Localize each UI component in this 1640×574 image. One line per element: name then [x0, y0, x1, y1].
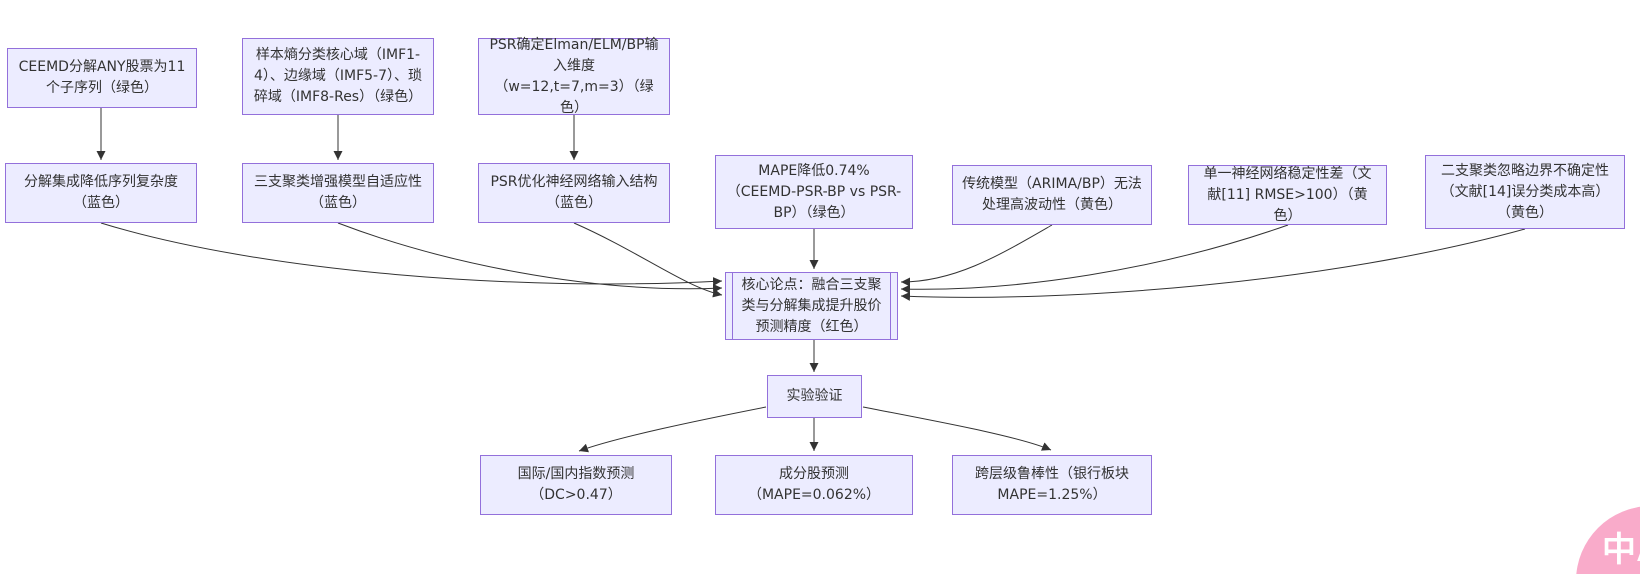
node-mape-reduction: MAPE降低0.74%（CEEMD-PSR-BP vs PSR-BP）（绿色） [715, 155, 913, 229]
node-traditional-limit-label: 传统模型（ARIMA/BP）无法处理高波动性（黄色） [962, 176, 1142, 213]
node-single-nn-unstable: 单一神经网络稳定性差（文献[11] RMSE>100）（黄色） [1188, 165, 1387, 225]
node-core-thesis: 核心论点：融合三支聚类与分解集成提升股价预测精度（红色） [725, 272, 898, 340]
edge-traditional-to-core [900, 224, 1053, 287]
edge-complexity-to-core [100, 222, 723, 286]
translate-badge[interactable]: 中A [1576, 506, 1640, 574]
node-experiment-label: 实验验证 [786, 388, 843, 404]
node-psr-structure: PSR优化神经网络输入结构（蓝色） [478, 163, 670, 223]
edge-experiment-to-robustness [862, 406, 1052, 451]
node-two-way-limit-label: 二支聚类忽略边界不确定性（文献[14]误分类成本高）（黄色） [1440, 162, 1610, 221]
node-psr-dimension-label: PSR确定Elman/ELM/BP输入维度（w=12,t=7,m=3）（绿色） [489, 36, 659, 116]
node-two-way-limit: 二支聚类忽略边界不确定性（文献[14]误分类成本高）（黄色） [1425, 155, 1625, 229]
node-traditional-limit: 传统模型（ARIMA/BP）无法处理高波动性（黄色） [952, 165, 1152, 225]
translate-badge-label: 中A [1602, 530, 1640, 570]
node-decomposition-complexity-label: 分解集成降低序列复杂度（蓝色） [24, 174, 178, 211]
node-index-prediction-label: 国际/国内指数预测（DC>0.47） [517, 466, 635, 503]
node-cross-level-robustness-label: 跨层级鲁棒性（银行板块 MAPE=1.25%） [975, 466, 1129, 503]
edge-psrstruct-to-core [573, 222, 723, 298]
node-psr-dimension: PSR确定Elman/ELM/BP输入维度（w=12,t=7,m=3）（绿色） [478, 37, 670, 116]
node-constituent-prediction-label: 成分股预测（MAPE=0.062%） [747, 466, 881, 503]
node-sample-entropy: 样本熵分类核心域（IMF1-4）、边缘域（IMF5-7）、琐碎域（IMF8-Re… [242, 38, 434, 115]
node-mape-reduction-label: MAPE降低0.74%（CEEMD-PSR-BP vs PSR-BP）（绿色） [726, 162, 902, 221]
node-three-way-adaptive-label: 三支聚类增强模型自适应性（蓝色） [254, 174, 422, 211]
node-psr-structure-label: PSR优化神经网络输入结构（蓝色） [490, 174, 658, 211]
node-ceemd-decompose: CEEMD分解ANY股票为11个子序列（绿色） [7, 48, 197, 108]
node-cross-level-robustness: 跨层级鲁棒性（银行板块 MAPE=1.25%） [952, 455, 1152, 515]
node-core-thesis-label: 核心论点：融合三支聚类与分解集成提升股价预测精度（红色） [741, 276, 882, 335]
node-index-prediction: 国际/国内指数预测（DC>0.47） [480, 455, 672, 515]
node-experiment: 实验验证 [767, 375, 862, 418]
edge-singlenn-to-core [900, 224, 1289, 294]
node-single-nn-unstable-label: 单一神经网络稳定性差（文献[11] RMSE>100）（黄色） [1203, 165, 1372, 224]
node-sample-entropy-label: 样本熵分类核心域（IMF1-4）、边缘域（IMF5-7）、琐碎域（IMF8-Re… [253, 47, 423, 105]
node-constituent-prediction: 成分股预测（MAPE=0.062%） [715, 455, 913, 515]
node-three-way-adaptive: 三支聚类增强模型自适应性（蓝色） [242, 163, 434, 223]
edge-experiment-to-index [578, 406, 767, 453]
edge-adaptive-to-core [337, 222, 723, 293]
node-ceemd-decompose-label: CEEMD分解ANY股票为11个子序列（绿色） [18, 59, 186, 96]
node-decomposition-complexity: 分解集成降低序列复杂度（蓝色） [5, 163, 197, 223]
edge-twoway-to-core [900, 228, 1526, 301]
